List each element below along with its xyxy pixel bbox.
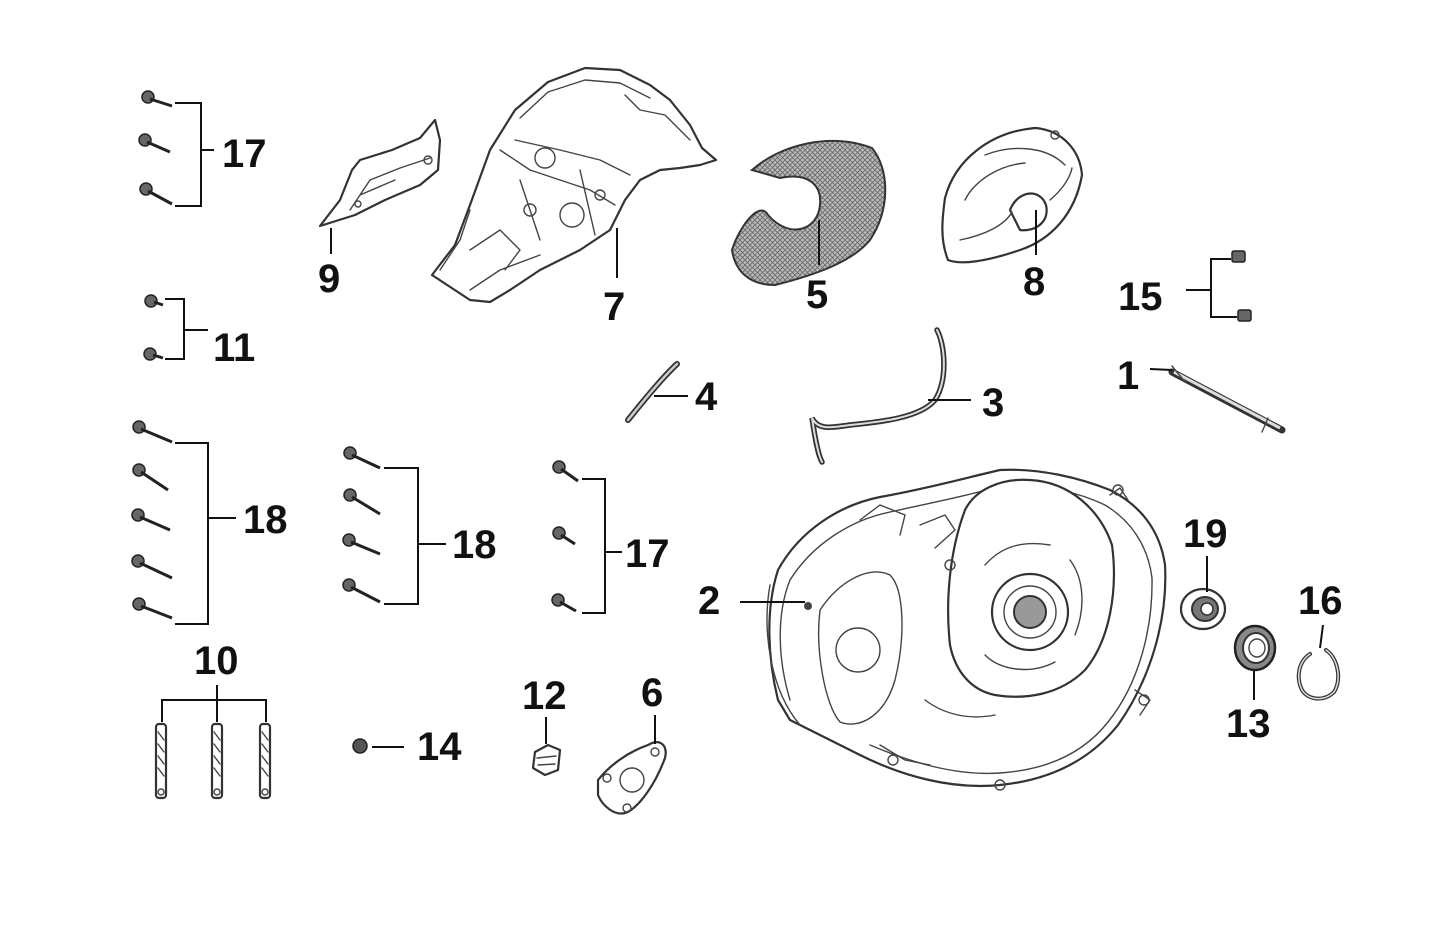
bolt-icon: [143, 347, 164, 361]
bolt-icon: [141, 90, 173, 108]
bolt-icon: [342, 533, 381, 556]
label-18-middle: 18: [452, 523, 497, 567]
label-14: 14: [417, 725, 462, 769]
bolt-icon: [131, 508, 171, 532]
screw-icon: [1231, 250, 1246, 263]
bolt-icon: [139, 182, 173, 206]
label-19: 19: [1183, 512, 1228, 556]
label-7: 7: [603, 285, 625, 329]
label-1: 1: [1117, 354, 1139, 398]
bolt-icon: [144, 294, 164, 308]
bolt-icon: [343, 488, 381, 516]
label-13: 13: [1226, 702, 1271, 746]
bolt-icon: [138, 133, 171, 154]
bracket-17-top: [175, 102, 214, 207]
part-12-grommet: [531, 743, 562, 777]
part-7-inner-cover: [430, 66, 718, 304]
stud-icon: [258, 722, 272, 800]
part-3-seal-strip: [809, 327, 947, 465]
stud-icon: [154, 722, 168, 800]
bolt-icon: [132, 463, 169, 492]
bolt-icon: [131, 554, 173, 580]
part-4-hose: [625, 361, 680, 423]
label-11: 11: [213, 326, 255, 370]
bracket-18-left: [175, 442, 236, 625]
bolt-icon: [552, 526, 576, 546]
part-19-bearing: [1179, 587, 1227, 631]
part-17-bolts-top: [138, 90, 173, 206]
label-16: 16: [1298, 579, 1343, 623]
label-4: 4: [695, 375, 718, 419]
label-17-middle: 17: [625, 532, 670, 576]
bracket-17-middle: [582, 478, 622, 614]
label-5: 5: [806, 273, 828, 317]
stud-icon: [210, 722, 224, 800]
label-10: 10: [194, 639, 239, 683]
label-3: 3: [982, 381, 1004, 425]
label-2: 2: [698, 579, 720, 623]
leader-1: [1149, 368, 1173, 371]
part-1-shaft: [1168, 365, 1286, 434]
bracket-11: [165, 298, 208, 360]
bracket-10: [161, 685, 267, 722]
bolt-icon: [132, 420, 173, 444]
label-15: 15: [1118, 275, 1163, 319]
part-10-studs: [154, 722, 272, 800]
bolt-icon: [342, 578, 381, 604]
part-6-flange-plate: [596, 741, 667, 815]
bolt-icon: [132, 597, 173, 620]
screw-icon: [1237, 309, 1252, 322]
label-9: 9: [318, 257, 340, 301]
label-18-left: 18: [243, 498, 288, 542]
bolt-icon: [343, 446, 381, 470]
label-12: 12: [522, 674, 567, 718]
label-6: 6: [641, 671, 663, 715]
part-9-cover: [318, 118, 442, 228]
part-18-bolts-left: [131, 420, 173, 620]
bracket-15: [1186, 258, 1237, 318]
part-16-circlip: [1296, 648, 1341, 701]
part-11-bolts: [143, 294, 164, 361]
label-17-top: 17: [222, 132, 267, 176]
bolt-icon: [552, 460, 579, 483]
part-17-bolts-middle: [551, 460, 579, 613]
part-18-bolts-middle: [342, 446, 381, 604]
label-8: 8: [1023, 260, 1045, 304]
leader-16: [1319, 624, 1324, 649]
part-8-shield: [941, 126, 1084, 264]
part-2-crankcase-cover: [766, 468, 1167, 791]
part-5-filter-mesh: [730, 140, 887, 287]
part-15-screws: [1231, 250, 1252, 322]
part-14-nut: [352, 738, 368, 754]
part-13-oil-seal: [1233, 624, 1277, 672]
bolt-icon: [551, 593, 577, 613]
bracket-18-middle: [384, 467, 446, 605]
